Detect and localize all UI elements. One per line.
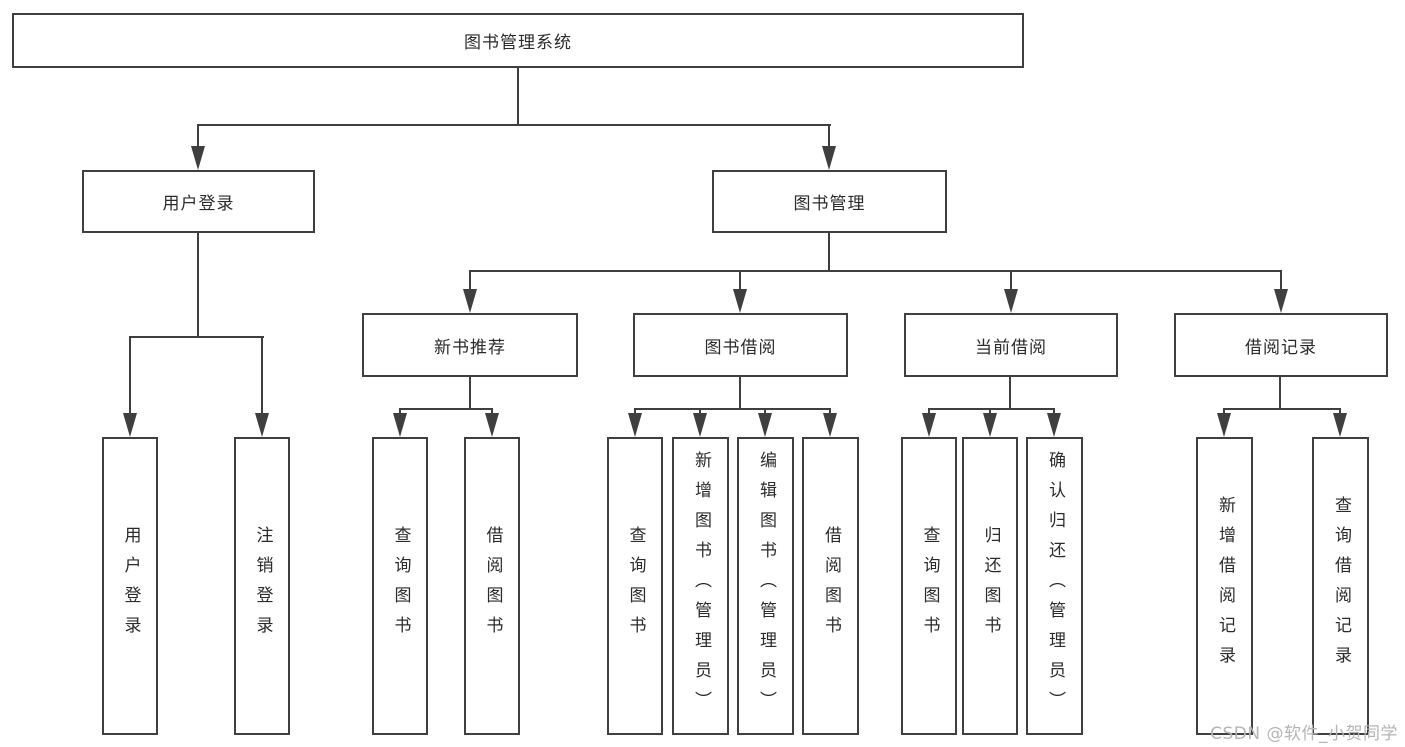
connector-line — [261, 336, 263, 416]
arrow-down-icon — [1217, 413, 1231, 437]
leaf-query-borrow-record: 查询借阅记录 — [1312, 437, 1369, 735]
leaf-edit-book-admin: 编辑图书（管理员） — [737, 437, 794, 735]
leaf-return-book: 归还图书 — [962, 437, 1018, 735]
connector-line — [129, 336, 131, 416]
node-label: 图书管理 — [793, 194, 866, 214]
node-label: 用户登录 — [120, 526, 141, 646]
node-new-book-recommend: 新书推荐 — [362, 313, 578, 377]
node-current-borrow: 当前借阅 — [904, 313, 1118, 377]
connector-line — [399, 408, 493, 410]
connector-line — [1009, 377, 1011, 410]
node-root-system: 图书管理系统 — [12, 13, 1024, 68]
leaf-query-book-borrow: 查询图书 — [607, 437, 663, 735]
arrow-down-icon — [123, 413, 137, 437]
node-book-management: 图书管理 — [712, 170, 947, 233]
connector-line — [129, 336, 264, 338]
leaf-logout-login: 注销登录 — [234, 437, 290, 735]
arrow-down-icon — [1274, 289, 1288, 313]
connector-line — [197, 124, 199, 152]
leaf-add-book-admin: 新增图书（管理员） — [672, 437, 729, 735]
arrow-down-icon — [823, 413, 837, 437]
node-label: 确认归还（管理员） — [1045, 451, 1065, 721]
arrow-down-icon — [463, 289, 477, 313]
arrow-down-icon — [393, 413, 407, 437]
arrow-down-icon — [628, 413, 642, 437]
arrow-down-icon — [733, 289, 747, 313]
node-user-login: 用户登录 — [82, 170, 315, 233]
node-label: 注销登录 — [252, 526, 273, 646]
arrow-down-icon — [1333, 413, 1347, 437]
connector-line — [1223, 408, 1341, 410]
node-label: 新书推荐 — [434, 337, 506, 358]
connector-line — [197, 124, 831, 126]
node-label: 查询借阅记录 — [1331, 496, 1351, 676]
node-label: 编辑图书（管理员） — [756, 451, 776, 721]
node-label: 借阅记录 — [1245, 337, 1317, 358]
node-label: 当前借阅 — [975, 337, 1047, 358]
node-label: 查询图书 — [919, 526, 940, 646]
connector-line — [828, 233, 830, 272]
arrow-down-icon — [191, 146, 205, 170]
arrow-down-icon — [485, 413, 499, 437]
csdn-watermark: CSDN @软件_小贺同学 — [1210, 724, 1398, 744]
connector-line — [828, 124, 830, 152]
arrow-down-icon — [693, 413, 707, 437]
node-label: 借阅图书 — [482, 526, 503, 646]
connector-line — [1280, 270, 1282, 292]
connector-line — [517, 68, 519, 126]
connector-line — [634, 408, 831, 410]
arrow-down-icon — [1047, 413, 1061, 437]
arrow-down-icon — [983, 413, 997, 437]
node-label: 查询图书 — [625, 526, 646, 646]
node-label: 查询图书 — [390, 526, 411, 646]
leaf-borrow-book: 借阅图书 — [802, 437, 859, 735]
leaf-borrow-book-recommend: 借阅图书 — [464, 437, 520, 735]
connector-line — [197, 233, 199, 338]
node-label: 借阅图书 — [821, 526, 841, 646]
arrow-down-icon — [255, 413, 269, 437]
leaf-query-book-recommend: 查询图书 — [372, 437, 428, 735]
node-borrow-record: 借阅记录 — [1174, 313, 1388, 377]
node-label: 用户登录 — [162, 194, 235, 214]
arrow-down-icon — [922, 413, 936, 437]
connector-line — [1010, 270, 1012, 292]
connector-line — [739, 270, 741, 292]
connector-line — [739, 377, 741, 410]
leaf-add-borrow-record: 新增借阅记录 — [1196, 437, 1253, 735]
connector-line — [928, 408, 1055, 410]
connector-line — [469, 377, 471, 410]
leaf-query-book-current: 查询图书 — [901, 437, 957, 735]
arrow-down-icon — [1004, 289, 1018, 313]
node-book-borrow: 图书借阅 — [633, 313, 848, 377]
arrow-down-icon — [822, 146, 836, 170]
node-label: 归还图书 — [980, 526, 1001, 646]
connector-line — [469, 270, 471, 292]
node-label: 新增借阅记录 — [1215, 496, 1235, 676]
leaf-confirm-return-admin: 确认归还（管理员） — [1026, 437, 1083, 735]
node-label: 图书借阅 — [704, 337, 777, 358]
leaf-user-login: 用户登录 — [102, 437, 158, 735]
connector-line — [1279, 377, 1281, 410]
connector-line — [469, 270, 1282, 272]
node-label: 新增图书（管理员） — [691, 451, 711, 721]
arrow-down-icon — [758, 413, 772, 437]
node-label: 图书管理系统 — [464, 33, 572, 53]
